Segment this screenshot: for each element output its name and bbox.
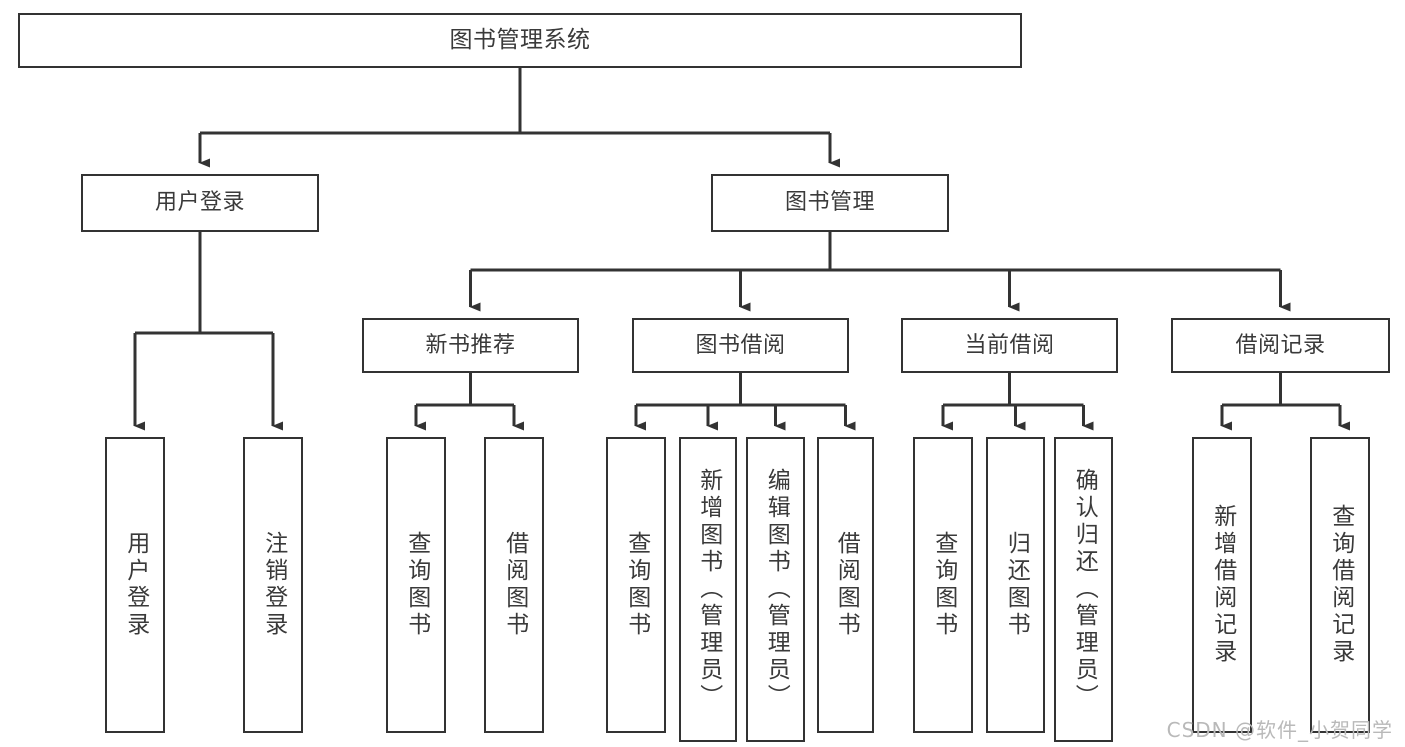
node-label: 新增图书（管理员） — [695, 468, 722, 711]
node-label: 确认归还（管理员） — [1071, 468, 1098, 711]
node-leaf-borrow-4[interactable]: 借阅图书 — [817, 437, 874, 733]
node-label: 查询图书 — [930, 531, 957, 639]
node-leaf-rec-2[interactable]: 查询借阅记录 — [1310, 437, 1370, 733]
node-label: 查询图书 — [623, 531, 650, 639]
node-leaf-login-1[interactable]: 用户登录 — [105, 437, 165, 733]
node-leaf-cur-2[interactable]: 归还图书 — [986, 437, 1045, 733]
node-label: 借阅图书 — [501, 531, 528, 639]
node-label: 用户登录 — [154, 190, 245, 216]
node-label: 新增借阅记录 — [1209, 504, 1236, 666]
node-label: 查询借阅记录 — [1327, 504, 1354, 666]
node-label: 编辑图书（管理员） — [763, 468, 790, 711]
node-leaf-borrow-1[interactable]: 查询图书 — [606, 437, 666, 733]
node-borrow[interactable]: 图书借阅 — [632, 318, 849, 373]
node-leaf-new-2[interactable]: 借阅图书 — [484, 437, 544, 733]
node-leaf-new-1[interactable]: 查询图书 — [386, 437, 446, 733]
node-leaf-borrow-3[interactable]: 编辑图书（管理员） — [746, 437, 805, 742]
node-records[interactable]: 借阅记录 — [1171, 318, 1390, 373]
node-leaf-rec-1[interactable]: 新增借阅记录 — [1192, 437, 1252, 733]
node-label: 图书管理系统 — [449, 26, 591, 53]
node-leaf-login-2[interactable]: 注销登录 — [243, 437, 303, 733]
node-login[interactable]: 用户登录 — [81, 174, 319, 232]
node-leaf-borrow-2[interactable]: 新增图书（管理员） — [679, 437, 737, 742]
node-leaf-cur-1[interactable]: 查询图书 — [913, 437, 973, 733]
node-current[interactable]: 当前借阅 — [901, 318, 1118, 373]
node-bookmgmt[interactable]: 图书管理 — [711, 174, 949, 232]
node-label: 借阅记录 — [1235, 332, 1326, 358]
node-label: 新书推荐 — [425, 332, 516, 358]
node-newbook[interactable]: 新书推荐 — [362, 318, 579, 373]
node-label: 当前借阅 — [964, 332, 1055, 358]
node-leaf-cur-3[interactable]: 确认归还（管理员） — [1054, 437, 1113, 742]
node-label: 图书管理 — [784, 190, 875, 216]
node-label: 用户登录 — [122, 531, 149, 639]
node-label: 查询图书 — [403, 531, 430, 639]
node-label: 注销登录 — [260, 531, 287, 639]
node-label: 图书借阅 — [695, 332, 786, 358]
node-root[interactable]: 图书管理系统 — [18, 13, 1022, 68]
node-label: 借阅图书 — [833, 531, 860, 639]
watermark-text: CSDN @软件_小贺同学 — [1166, 718, 1393, 742]
node-label: 归还图书 — [1003, 531, 1030, 639]
